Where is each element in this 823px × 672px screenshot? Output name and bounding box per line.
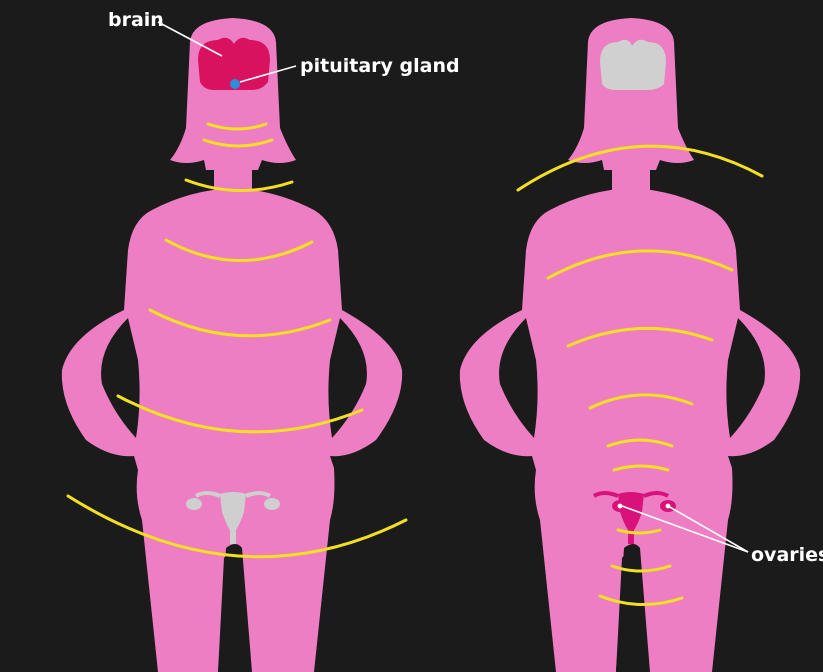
brain-inactive (600, 40, 666, 90)
right-neck (612, 150, 650, 192)
right-figure (460, 18, 800, 672)
left-neck (214, 150, 252, 192)
ovaries-label: ovaries (751, 544, 823, 566)
left-figure (62, 18, 406, 672)
pituitary-label: pituitary gland (300, 55, 460, 77)
brain-label: brain (108, 9, 164, 31)
pituitary-gland (230, 79, 240, 89)
ovary-left-dot (618, 504, 623, 509)
